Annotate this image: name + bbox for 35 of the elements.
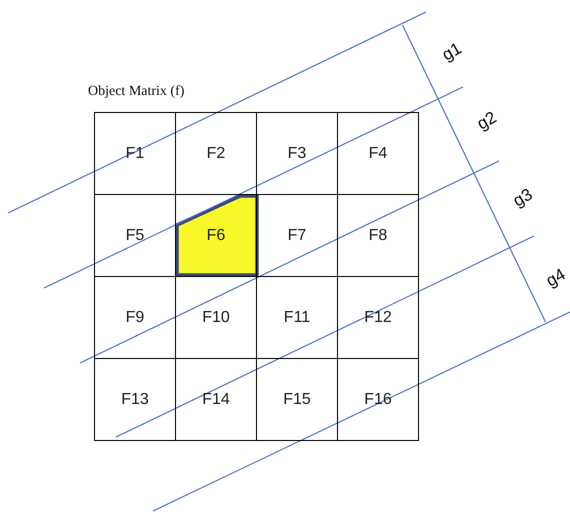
cell-label: F11: [284, 308, 310, 326]
matrix-cell: [338, 113, 419, 195]
matrix-cell: [95, 359, 176, 441]
cell-label: F15: [283, 390, 311, 408]
cell-label: F16: [364, 390, 392, 408]
projection-label: g2: [474, 108, 500, 134]
cell-label: F13: [121, 390, 149, 408]
matrix-cell: [95, 277, 176, 359]
matrix-cell: [95, 113, 176, 195]
projection-label: g4: [542, 264, 570, 292]
matrix-cell: [257, 359, 338, 441]
cell-label: F4: [368, 144, 388, 162]
cell-label: F6: [206, 226, 226, 244]
matrix-cell: [257, 113, 338, 195]
projection-label: g3: [510, 184, 536, 212]
matrix-cell: [176, 359, 257, 441]
matrix-cell: [176, 113, 257, 195]
cell-label: F5: [126, 226, 144, 244]
cell-label: F8: [368, 226, 388, 244]
cell-label: F10: [202, 308, 230, 326]
cell-label: F12: [364, 308, 392, 326]
projection-label: g1: [438, 38, 466, 66]
cell-label: F2: [206, 144, 226, 162]
cell-label: F14: [202, 390, 230, 408]
matrix-cell: [257, 277, 338, 359]
matrix-cell: [257, 195, 338, 277]
matrix-cell: [176, 277, 257, 359]
matrix-cell: [95, 195, 176, 277]
cell-label: F7: [288, 226, 306, 244]
cell-label: F3: [288, 144, 306, 162]
matrix-cell: [338, 195, 419, 277]
cell-label: F9: [126, 308, 144, 326]
matrix-cell: [338, 277, 419, 359]
matrix-heading: Object Matrix (f): [88, 83, 184, 101]
matrix-cell: [338, 359, 419, 441]
